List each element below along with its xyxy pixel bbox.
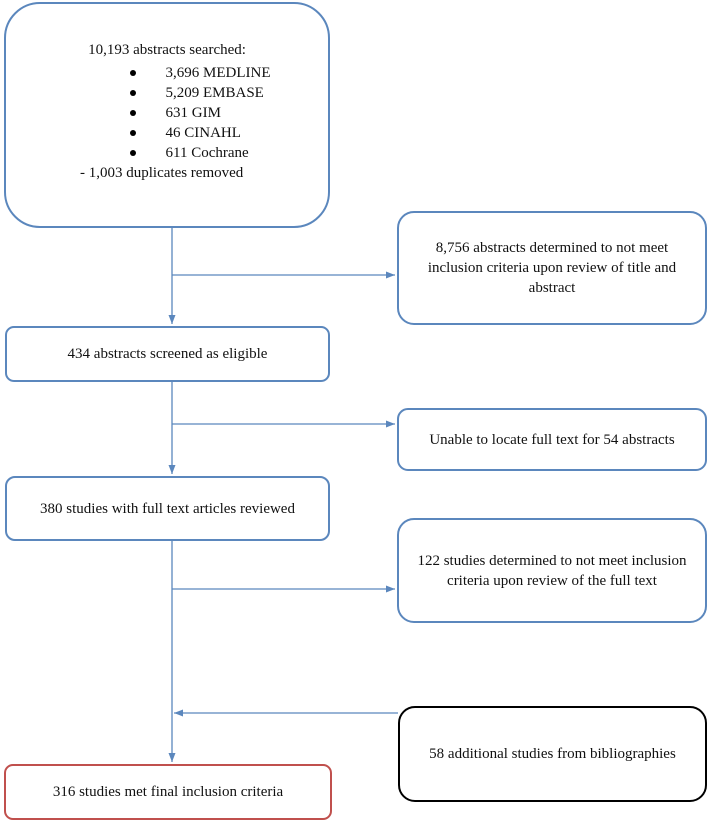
- additional-studies-box: 58 additional studies from bibliographie…: [398, 706, 707, 802]
- search-title: 10,193 abstracts searched:: [88, 42, 246, 58]
- excluded-full-text-box: 122 studies determined to not meet inclu…: [397, 518, 707, 623]
- full-text-reviewed-text: 380 studies with full text articles revi…: [40, 500, 295, 517]
- screened-box: 434 abstracts screened as eligible: [5, 326, 330, 382]
- database-item: 46 CINAHL: [122, 123, 271, 143]
- database-item: 3,696 MEDLINE: [122, 63, 271, 83]
- no-full-text-box: Unable to locate full text for 54 abstra…: [397, 408, 707, 471]
- database-item: 5,209 EMBASE: [122, 83, 271, 103]
- final-inclusion-text: 316 studies met final inclusion criteria: [52, 784, 284, 800]
- database-item: 611 Cochrane: [122, 143, 271, 163]
- additional-studies-text: 58 additional studies from bibliographie…: [429, 746, 676, 762]
- excluded-title-abstract-box: 8,756 abstracts determined to not meet i…: [397, 211, 707, 325]
- excluded-full-text-text: 122 studies determined to not meet inclu…: [417, 552, 687, 589]
- full-text-reviewed-box: 380 studies with full text articles revi…: [5, 476, 330, 541]
- search-results-box: 10,193 abstracts searched: 3,696 MEDLINE…: [4, 2, 330, 228]
- duplicates-removed: - 1,003 duplicates removed: [80, 165, 244, 181]
- no-full-text-text: Unable to locate full text for 54 abstra…: [429, 431, 675, 448]
- final-inclusion-box: 316 studies met final inclusion criteria: [4, 764, 332, 820]
- database-item: 631 GIM: [122, 103, 271, 123]
- database-list: 3,696 MEDLINE 5,209 EMBASE 631 GIM 46 CI…: [64, 63, 271, 163]
- screened-text: 434 abstracts screened as eligible: [67, 346, 268, 362]
- excluded-title-abstract-text: 8,756 abstracts determined to not meet i…: [427, 240, 677, 296]
